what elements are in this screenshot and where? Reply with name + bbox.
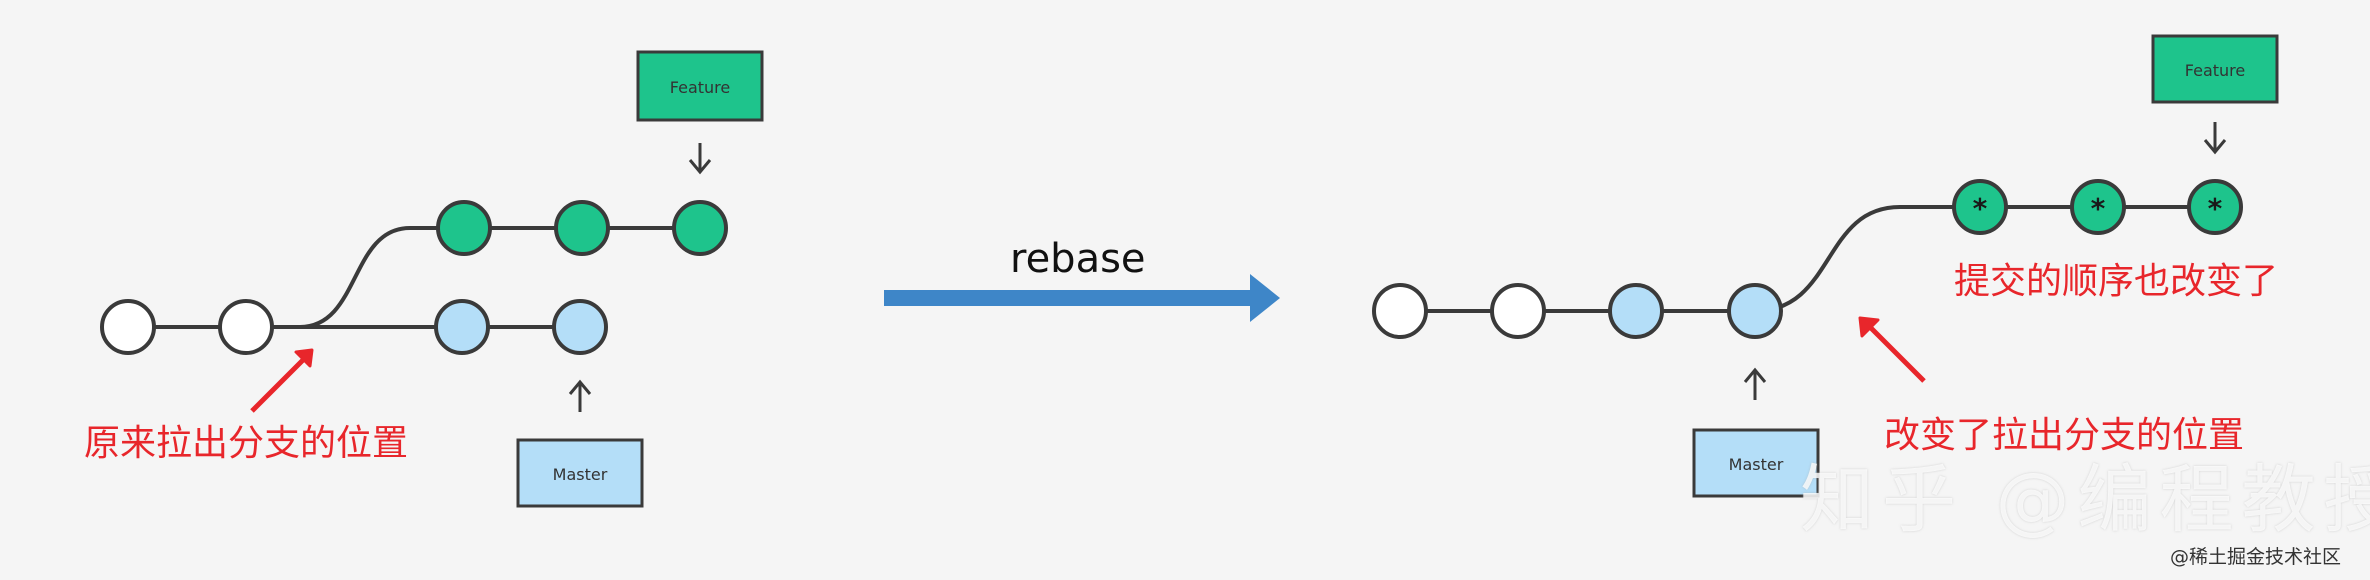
rebased-feature-commit-node	[2070, 179, 2126, 235]
master-pointer-label: Master	[553, 465, 608, 484]
master-pointer-label: Master	[1729, 455, 1784, 474]
before-rebase-graph: Feature Master 原来拉出分支的位置	[84, 50, 764, 508]
master-commit-node	[552, 299, 608, 355]
after-rebase-graph: * * * Feature Master 提交的顺序也改变了 改变了拉出分支的位…	[1372, 34, 2279, 498]
commit-node	[100, 299, 156, 355]
feature-pointer-label: Feature	[670, 78, 730, 97]
commit-node	[218, 299, 274, 355]
master-pointer-box	[1692, 428, 1820, 498]
master-pointer-box	[516, 438, 644, 508]
rebased-marker-icon: *	[1973, 192, 1988, 225]
feature-commit-node	[554, 200, 610, 256]
new-branch-point-annotation: 改变了拉出分支的位置	[1884, 415, 2244, 456]
feature-pointer-label: Feature	[2185, 61, 2245, 80]
commit-order-annotation: 提交的顺序也改变了	[1954, 261, 2278, 302]
rebase-arrow-shaft	[884, 290, 1256, 306]
master-commit-node	[1727, 283, 1783, 339]
branch-point-annotation: 原来拉出分支的位置	[84, 423, 408, 464]
feature-commit-node	[672, 200, 728, 256]
rebase-label: rebase	[1010, 236, 1146, 282]
feature-branch-line	[1754, 205, 2215, 313]
rebased-feature-commit-node	[2187, 179, 2243, 235]
feature-branch-line	[299, 226, 700, 329]
rebased-marker-icon: *	[2091, 192, 2106, 225]
feature-pointer-box	[636, 50, 764, 122]
rebased-marker-icon: *	[2208, 192, 2223, 225]
rebase-arrow-head	[1250, 274, 1280, 322]
rebased-feature-commit-node	[1952, 179, 2008, 235]
feature-pointer-box	[2151, 34, 2279, 104]
feature-commit-node	[436, 200, 492, 256]
branch-point-annotation-arrow	[250, 355, 308, 413]
commit-node	[1490, 283, 1546, 339]
commit-node	[1372, 283, 1428, 339]
master-commit-node	[1608, 283, 1664, 339]
new-branch-point-annotation-arrow	[1866, 323, 1926, 383]
watermark: 知乎 @编程教授	[1800, 457, 2370, 543]
rebase-transition: rebase	[884, 236, 1280, 322]
master-commit-node	[434, 299, 490, 355]
source-footnote: @稀土掘金技术社区	[2170, 546, 2342, 568]
